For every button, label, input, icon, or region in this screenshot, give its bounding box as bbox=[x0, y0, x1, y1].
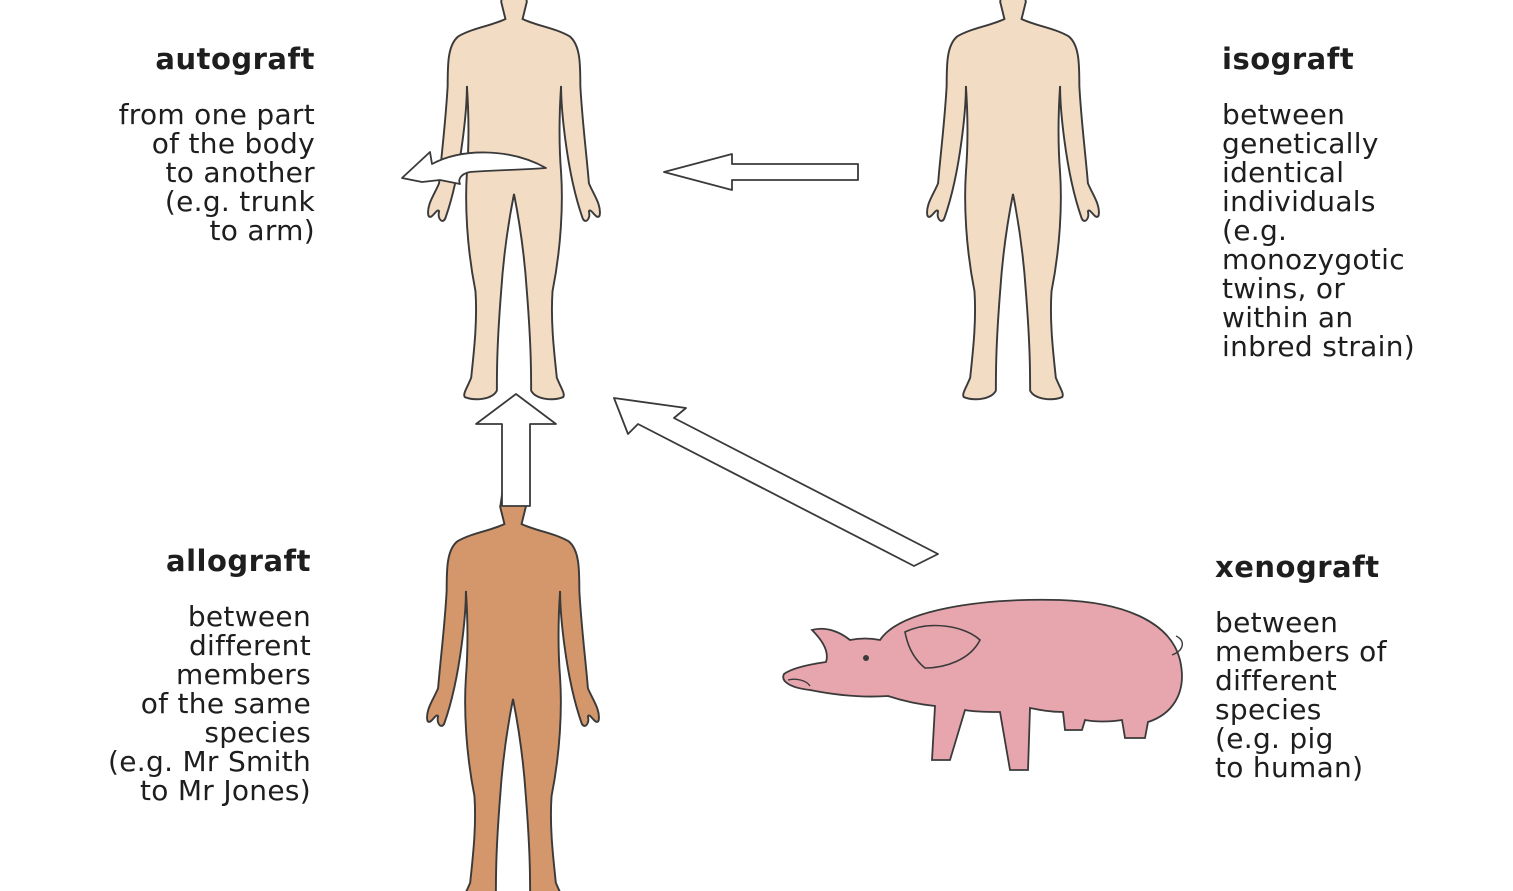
description-line: (e.g. Mr Smith bbox=[108, 747, 311, 776]
description-line: within an bbox=[1222, 303, 1415, 332]
description-line: members bbox=[108, 660, 311, 689]
description-line: genetically bbox=[1222, 129, 1415, 158]
description-line: to human) bbox=[1215, 753, 1387, 782]
description-line: identical bbox=[1222, 158, 1415, 187]
description-line: to another bbox=[119, 158, 315, 187]
description-line: inbred strain) bbox=[1222, 332, 1415, 361]
description-line: (e.g. trunk bbox=[119, 187, 315, 216]
allograft-title: allograft bbox=[108, 544, 311, 578]
isograft-description: between genetically identical individual… bbox=[1222, 100, 1415, 361]
xenograft-title: xenograft bbox=[1215, 550, 1387, 584]
arrow-icon bbox=[614, 398, 938, 566]
isograft-label: isograft between genetically identical i… bbox=[1222, 42, 1415, 361]
description-line: to arm) bbox=[119, 216, 315, 245]
isograft-title: isograft bbox=[1222, 42, 1415, 76]
autograft-description: from one part of the body to another (e.… bbox=[119, 100, 315, 245]
human-isogenic-donor-figure bbox=[927, 0, 1099, 399]
allograft-description: between different members of the same sp… bbox=[108, 602, 311, 805]
description-line: species bbox=[108, 718, 311, 747]
description-line: to Mr Jones) bbox=[108, 776, 311, 805]
description-line: of the same bbox=[108, 689, 311, 718]
human-allogenic-donor-figure bbox=[427, 470, 599, 891]
description-line: (e.g. bbox=[1222, 216, 1415, 245]
autograft-label: autograft from one part of the body to a… bbox=[119, 42, 315, 245]
autograft-title: autograft bbox=[119, 42, 315, 76]
description-line: between bbox=[1222, 100, 1415, 129]
description-line: individuals bbox=[1222, 187, 1415, 216]
description-line: different bbox=[108, 631, 311, 660]
description-line: (e.g. pig bbox=[1215, 724, 1387, 753]
description-line: members of bbox=[1215, 637, 1387, 666]
arrow-icon bbox=[476, 394, 556, 506]
allograft-label: allograft between different members of t… bbox=[108, 544, 311, 805]
description-line: monozygotic bbox=[1222, 245, 1415, 274]
description-line: between bbox=[1215, 608, 1387, 637]
description-line: species bbox=[1215, 695, 1387, 724]
description-line: different bbox=[1215, 666, 1387, 695]
pig-figure bbox=[783, 600, 1182, 770]
description-line: from one part bbox=[119, 100, 315, 129]
description-line: twins, or bbox=[1222, 274, 1415, 303]
arrow-icon bbox=[664, 154, 858, 190]
description-line: of the body bbox=[119, 129, 315, 158]
description-line: between bbox=[108, 602, 311, 631]
human-recipient-figure bbox=[428, 0, 600, 399]
xenograft-label: xenograft between members of different s… bbox=[1215, 550, 1387, 782]
xenograft-description: between members of different species (e.… bbox=[1215, 608, 1387, 782]
